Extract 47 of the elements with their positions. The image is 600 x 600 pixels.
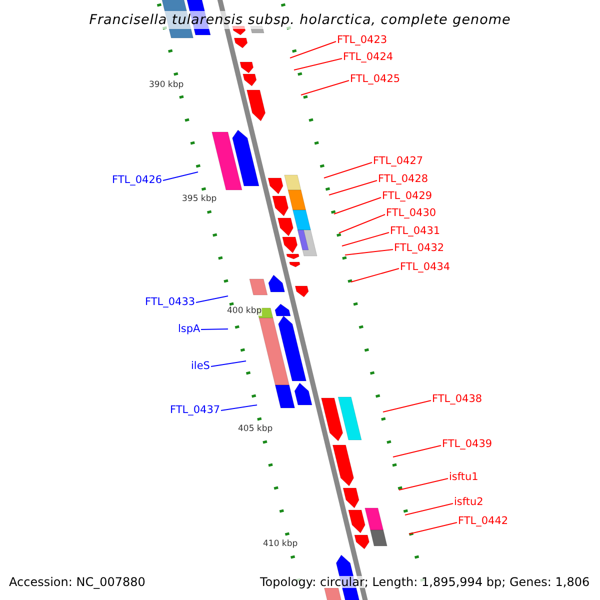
leader-line (210, 360, 246, 367)
gene-label: FTL_0423 (337, 35, 388, 46)
leader-line (342, 232, 390, 246)
leader-line (300, 80, 350, 96)
gene-label: FTL_0429 (382, 191, 432, 202)
leader-line (220, 404, 258, 411)
gene-label: FTL_0442 (458, 516, 508, 526)
gene-label: FTL_0439 (442, 439, 492, 450)
leader-line (392, 445, 442, 458)
gene-label: FTL_0427 (373, 156, 424, 166)
leader-line (344, 249, 394, 256)
gene-label: FTL_0425 (350, 74, 400, 84)
genome-stats-text: Topology: circular; Length: 1,895,994 bp; Genes: 1,806 (260, 576, 590, 588)
leader-line (398, 478, 448, 490)
scale-label: 405 kbp (238, 425, 273, 434)
leader-line (338, 214, 386, 234)
gene-label: FTL_0437 (170, 405, 220, 416)
accession-text: Accession: NC_007880 (9, 576, 146, 588)
gene-label: FTL_0438 (432, 394, 482, 404)
leader-line (196, 296, 228, 303)
leader-line (324, 162, 372, 178)
leader-line (200, 328, 228, 330)
gene-label: FTL_0426 (112, 175, 162, 186)
gene-label: FTL_0432 (394, 243, 444, 254)
leader-line (350, 268, 400, 282)
leader-line (162, 172, 198, 181)
leader-line (334, 197, 382, 214)
gene-label: lspA (178, 324, 200, 334)
gene-label: FTL_0433 (145, 297, 196, 308)
leader-line (290, 41, 336, 58)
leader-line (328, 180, 378, 196)
scale-label: 400 kbp (227, 307, 262, 316)
gene-label: FTL_0434 (400, 262, 450, 272)
leader-line (408, 522, 458, 534)
gene-label: FTL_0431 (390, 226, 440, 236)
gene-label: FTL_0430 (386, 208, 436, 218)
gene-label: isftu1 (449, 472, 478, 482)
leader-line (404, 503, 454, 516)
gene-label: isftu2 (454, 497, 484, 508)
leader-line (382, 400, 432, 412)
scale-label: 395 kbp (182, 195, 217, 204)
leader-line (294, 58, 342, 70)
gene-label: FTL_0428 (378, 174, 428, 184)
scale-label: 390 kbp (149, 81, 184, 90)
gene-label: ileS (191, 361, 210, 372)
scale-label: 410 kbp (263, 540, 298, 548)
gene-label: FTL_0424 (343, 52, 394, 62)
